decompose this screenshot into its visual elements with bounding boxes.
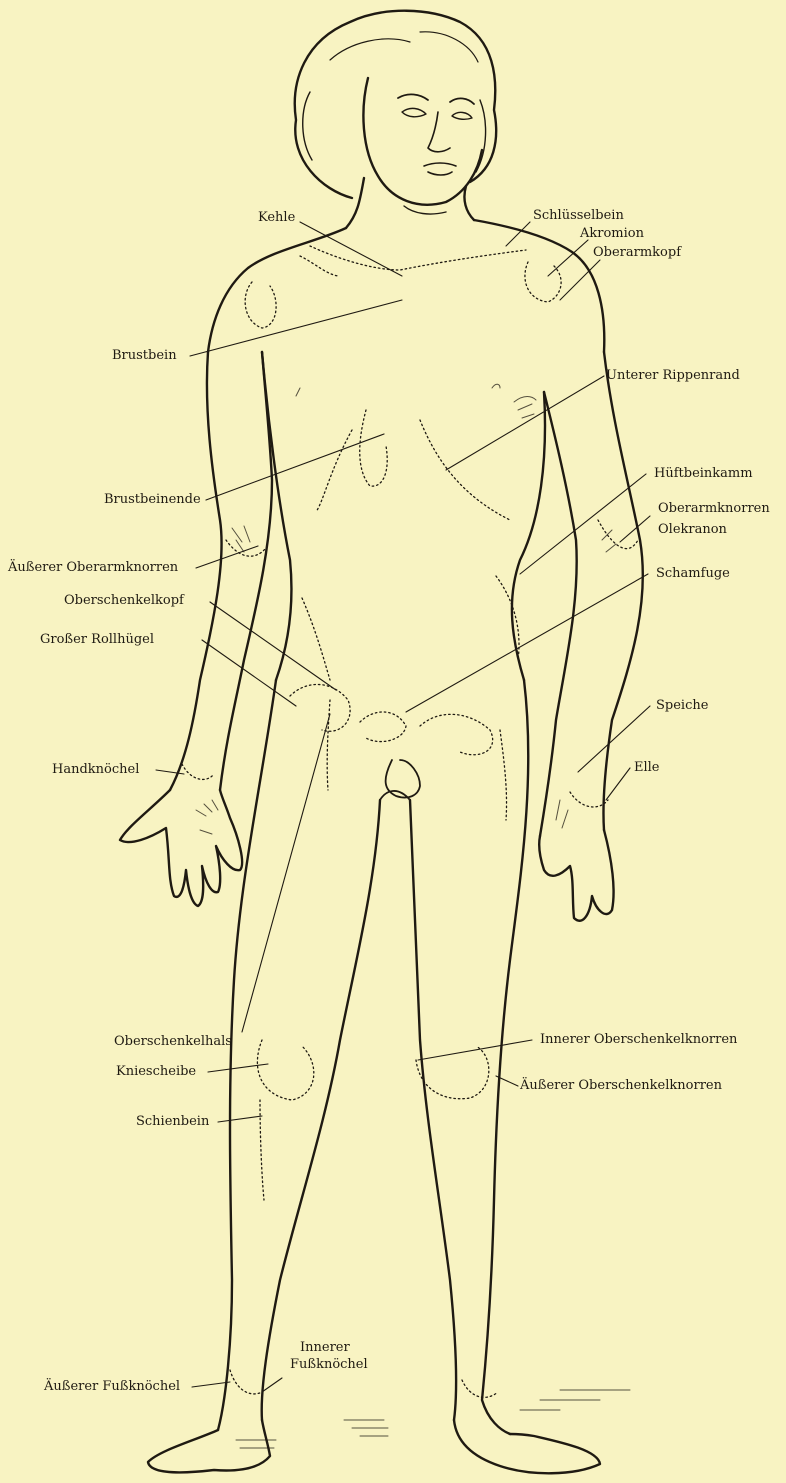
label-oberschenkelhals: Oberschenkelhals <box>114 1034 232 1049</box>
leader-innerer-oberschenkelknorren <box>418 1040 532 1060</box>
leader-hueftbeinkamm <box>520 474 646 574</box>
elbow-left <box>226 540 266 556</box>
right-hand <box>539 830 613 921</box>
leader-aeusserer-fussknoechel <box>192 1382 230 1387</box>
leader-elle <box>606 768 630 800</box>
label-schluesselbein: Schlüsselbein <box>533 208 624 223</box>
humerus-head-right <box>525 262 561 302</box>
label-grosser-rollhuegel: Großer Rollhügel <box>40 632 154 647</box>
ankle-right <box>462 1380 498 1397</box>
femur-neck-right <box>500 730 507 820</box>
leader-akromion <box>548 240 588 276</box>
label-aeusserer-oberarmknorren: Äußerer Oberarmknorren <box>8 560 178 575</box>
wrist-right <box>570 792 608 807</box>
label-brustbeinende: Brustbeinende <box>104 492 201 507</box>
leader-brustbein <box>190 300 402 356</box>
rib-margin-left <box>316 430 352 512</box>
label-innerer-oberschenkelknorren: Innerer Oberschenkelknorren <box>540 1032 737 1047</box>
leader-oberschenkelhals <box>242 714 330 1032</box>
label-speiche: Speiche <box>656 698 708 713</box>
clavicle-contour <box>310 246 526 270</box>
right-leg-outer <box>482 680 528 1434</box>
elbow-right <box>598 520 638 549</box>
leader-schluesselbein <box>506 222 530 246</box>
pelvis-left <box>290 684 350 731</box>
leader-schamfuge <box>406 574 648 712</box>
right-arm-inner <box>540 392 577 836</box>
label-hueftbeinkamm: Hüftbeinkamm <box>654 466 753 481</box>
label-elle: Elle <box>634 760 660 775</box>
ankle-left <box>230 1370 262 1394</box>
pelvis-right <box>420 714 493 754</box>
label-oberarmknorren: Oberarmknorren <box>658 501 770 516</box>
left-foot <box>148 1420 270 1472</box>
left-leg-outer <box>218 680 276 1430</box>
label-olekranon: Olekranon <box>658 522 727 537</box>
right-flank <box>512 392 545 680</box>
tibia-left <box>260 1100 264 1200</box>
right-foot <box>454 1420 600 1473</box>
rib-margin-right <box>420 420 510 520</box>
right-arm-outer <box>603 352 642 830</box>
left-leg-inner <box>262 800 380 1420</box>
label-kniescheibe: Kniescheibe <box>116 1064 196 1079</box>
mouth <box>424 163 456 175</box>
left-arm-inner <box>220 352 272 790</box>
leader-oberschenkelkopf <box>210 602 336 690</box>
leader-innerer-fussknoechel <box>262 1378 282 1392</box>
label-innerer-fussknoechel-1: Innerer <box>300 1340 350 1355</box>
pelvis-center <box>360 712 406 742</box>
wrist-left <box>182 764 214 779</box>
label-schienbein: Schienbein <box>136 1114 209 1129</box>
nose <box>428 112 450 152</box>
label-schamfuge: Schamfuge <box>656 566 730 581</box>
leader-schienbein <box>218 1116 262 1122</box>
leader-brustbeinende <box>206 434 384 500</box>
humerus-head-left <box>245 282 276 328</box>
label-aeusserer-fussknoechel: Äußerer Fußknöchel <box>44 1379 180 1394</box>
leader-unterer-rippenrand <box>446 376 604 470</box>
left-hand <box>120 790 242 906</box>
label-unterer-rippenrand: Unterer Rippenrand <box>606 368 740 383</box>
label-oberschenkelkopf: Oberschenkelkopf <box>64 593 184 608</box>
knee-left <box>257 1040 313 1100</box>
left-flank <box>262 352 291 680</box>
sternum-end <box>360 410 387 486</box>
femur-neck-left <box>327 700 330 790</box>
label-akromion: Akromion <box>580 226 644 241</box>
leader-kniescheibe <box>208 1064 268 1072</box>
leader-aeusserer-oberarmknorren <box>196 546 258 568</box>
label-kehle: Kehle <box>258 210 295 225</box>
eyebrows <box>398 94 474 104</box>
label-handknoechel: Handknöchel <box>52 762 139 777</box>
iliac-crest-left <box>302 598 330 680</box>
shading <box>196 384 630 1448</box>
label-aeusserer-oberschenkelknorren: Äußerer Oberschenkelknorren <box>520 1078 722 1093</box>
label-innerer-fussknoechel-2: Fußknöchel <box>290 1357 368 1372</box>
right-leg-inner <box>410 800 456 1420</box>
label-oberarmkopf: Oberarmkopf <box>593 245 681 260</box>
leader-grosser-rollhuegel <box>202 640 296 706</box>
label-brustbein: Brustbein <box>112 348 177 363</box>
groin <box>380 760 420 800</box>
